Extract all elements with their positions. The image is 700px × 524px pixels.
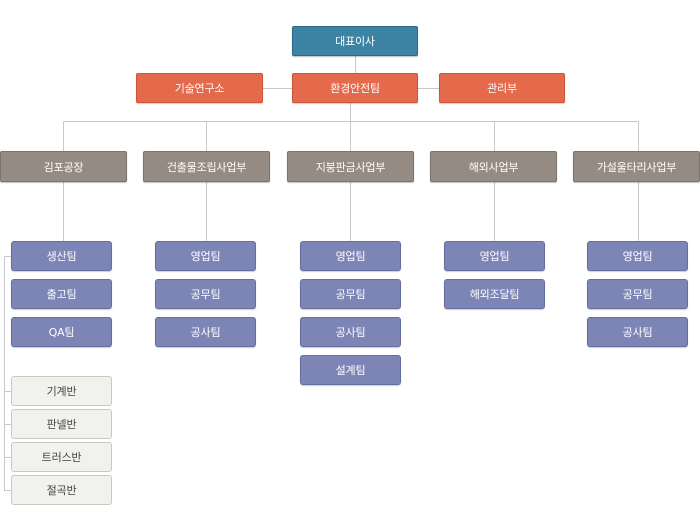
unit-box: 절곡반 [11,475,112,505]
team-box: 공무팀 [587,279,688,309]
team-box: 영업팀 [587,241,688,271]
unit-box: 트러스반 [11,442,112,472]
division-box-roof-sheet-metal: 지붕판금사업부 [287,151,414,182]
team-box: 공사팀 [587,317,688,347]
team-box: 공사팀 [300,317,401,347]
unit-box: 기계반 [11,376,112,406]
division-box-temporary-fence: 가설울타리사업부 [573,151,700,182]
staff-box-safety-team: 환경안전팀 [292,73,418,103]
team-box: 영업팀 [300,241,401,271]
staff-box-research-lab: 기술연구소 [136,73,263,103]
team-box: 공사팀 [155,317,256,347]
team-box: 설계팀 [300,355,401,385]
team-box: 영업팀 [444,241,545,271]
staff-box-management: 관리부 [439,73,565,103]
team-box: 생산팀 [11,241,112,271]
team-box: 해외조달팀 [444,279,545,309]
team-box: 공무팀 [300,279,401,309]
division-box-overseas: 해외사업부 [430,151,557,182]
division-box-gimpo-factory: 김포공장 [0,151,127,182]
unit-box: 판넬반 [11,409,112,439]
division-box-building-assembly: 건출물조립사업부 [143,151,270,182]
team-box: 공무팀 [155,279,256,309]
team-box: QA팀 [11,317,112,347]
team-box: 출고팀 [11,279,112,309]
ceo-box: 대표이사 [292,26,418,56]
team-box: 영업팀 [155,241,256,271]
